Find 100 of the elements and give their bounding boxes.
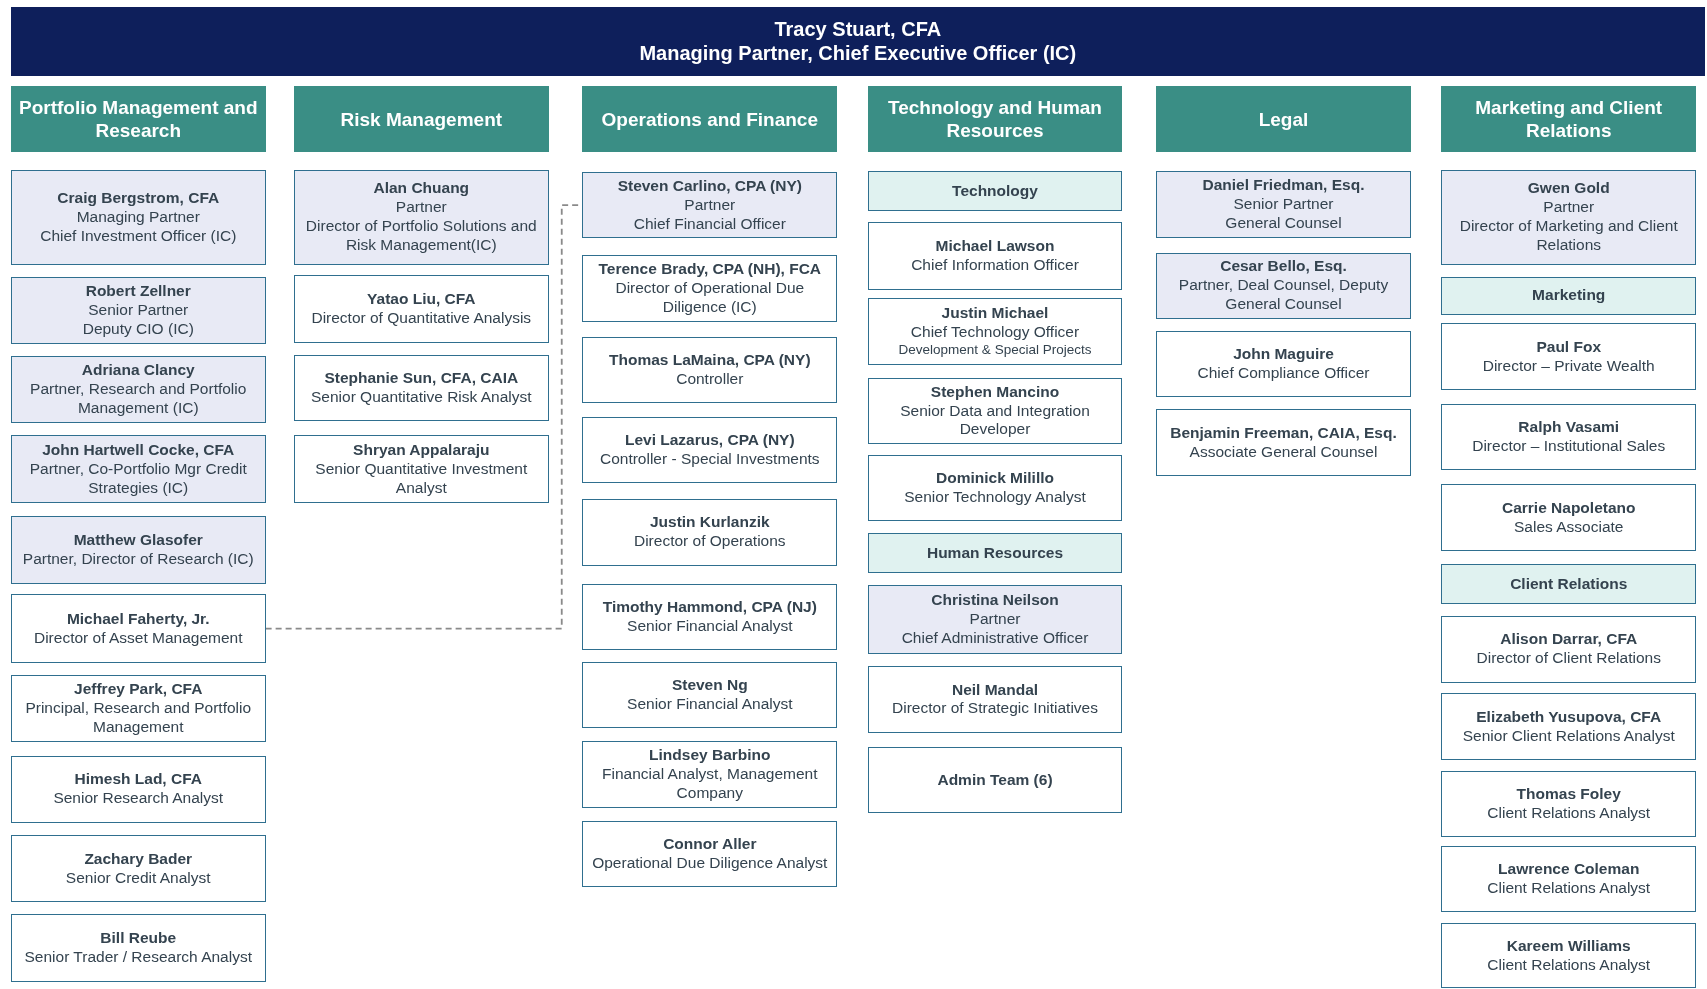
person-name: Lawrence Coleman	[1498, 860, 1640, 880]
job-title: Client Relations Analyst	[1487, 879, 1651, 898]
job-title: Director – Institutional Sales	[1472, 437, 1666, 456]
person-name: Dominick Milillo	[936, 469, 1054, 489]
person-name: Lindsey Barbino	[649, 746, 771, 766]
org-box	[10, 276, 266, 344]
job-title: Senior Financial Analyst	[627, 616, 793, 636]
person-name: Carrie Napoletano	[1501, 498, 1636, 518]
person-name: Alison Darrar, CFA	[1500, 630, 1638, 650]
job-title: Senior Research Analyst	[53, 789, 224, 809]
person-name: Shryan Appalaraju	[353, 440, 490, 460]
job-title: Partner, Deal Counsel, Deputy General Counsel	[1177, 276, 1390, 315]
section-header	[1441, 563, 1697, 605]
person-name: Robert Zellner	[85, 281, 191, 301]
header-text: Marketing and Client Relations	[1474, 96, 1664, 143]
person-name: Cesar Bello, Esq.	[1220, 257, 1347, 277]
org-box	[582, 254, 838, 323]
org-box	[10, 516, 266, 584]
org-box	[867, 298, 1123, 365]
org-box	[10, 755, 266, 823]
org-box	[293, 354, 549, 422]
person-name: Michael Lawson	[935, 236, 1055, 256]
org-box	[10, 914, 266, 982]
org-box	[1441, 323, 1697, 390]
person-name: Justin Kurlanzik	[649, 513, 770, 533]
org-box	[10, 435, 266, 503]
job-title: Director of Strategic Initiatives	[892, 699, 1098, 719]
org-box	[293, 435, 549, 503]
person-name: Terence Brady, CPA (NH), FCA	[598, 260, 822, 279]
person-name: Elizabeth Yusupova, CFA	[1476, 707, 1662, 727]
job-title: Client Relations Analyst	[1487, 803, 1651, 823]
org-box	[582, 741, 838, 808]
job-title: Chief Investment Officer (IC)	[40, 226, 237, 246]
person-name: Daniel Friedman, Esq.	[1202, 176, 1365, 196]
org-box	[10, 835, 266, 903]
job-title: Chief Financial Officer	[633, 214, 786, 234]
job-title: Senior Client Relations Analyst	[1462, 726, 1675, 746]
person-name: Tracy Stuart, CFA	[774, 16, 942, 42]
job-title: Sales Associate	[1514, 517, 1624, 537]
org-box	[867, 222, 1123, 290]
org-box	[1156, 252, 1411, 319]
team-name: Admin Team (6)	[937, 770, 1053, 790]
org-box	[293, 169, 549, 265]
person-name: Gwen Gold	[1527, 179, 1610, 199]
org-box	[1156, 330, 1411, 398]
job-title: Director – Private Wealth	[1482, 356, 1655, 376]
org-box	[582, 337, 838, 403]
person-name: Kareem Williams	[1506, 936, 1631, 956]
job-title: Senior Partner	[88, 300, 189, 320]
person-name: Zachary Bader	[84, 849, 193, 869]
job-title: Director of Portfolio Solutions and Risk Management(IC)	[304, 217, 538, 255]
person-name: Thomas LaMaina, CPA (NY)	[609, 351, 811, 371]
job-title: Client Relations Analyst	[1487, 955, 1651, 975]
job-title: Controller - Special Investments	[599, 450, 820, 470]
department-header	[1156, 86, 1411, 153]
person-name: Stephanie Sun, CFA, CAIA	[324, 369, 519, 389]
job-title: Senior Quantitative Investment Analyst	[314, 459, 529, 498]
header-text: Risk Management	[340, 107, 503, 131]
person-name: Adriana Clancy	[81, 361, 195, 381]
org-box	[10, 356, 266, 424]
org-box	[1441, 845, 1697, 913]
org-box	[582, 583, 838, 650]
person-name: John Hartwell Cocke, CFA	[42, 440, 235, 460]
department-header	[1441, 86, 1697, 153]
job-title: Director of Client Relations	[1476, 649, 1661, 669]
person-name: John Maguire	[1233, 345, 1334, 365]
org-box	[867, 666, 1123, 733]
person-name: Himesh Lad, CFA	[74, 770, 202, 790]
org-box	[1441, 403, 1697, 471]
job-title: Managing Partner	[76, 207, 200, 227]
org-box	[1441, 169, 1697, 265]
job-title: Operational Due Diligence Analyst	[592, 854, 828, 873]
job-title: Development & Special Projects	[898, 342, 1092, 359]
person-name: Jeffrey Park, CFA	[74, 680, 203, 700]
header-text: Technology	[952, 181, 1038, 201]
org-box	[867, 377, 1123, 445]
person-name: Thomas Foley	[1516, 785, 1621, 804]
department-header	[293, 86, 549, 153]
person-name: Michael Faherty, Jr.	[66, 609, 210, 629]
org-box	[10, 594, 266, 663]
org-box	[582, 820, 838, 888]
job-title: Associate General Counsel	[1189, 442, 1378, 462]
job-title: Partner	[1543, 198, 1595, 218]
header-text: Portfolio Management and Research	[17, 96, 259, 143]
person-name: Yatao Liu, CFA	[367, 290, 476, 310]
person-name: Steven Carlino, CPA (NY)	[617, 176, 802, 196]
org-box	[1156, 409, 1411, 476]
department-header	[582, 86, 838, 153]
department-header	[867, 86, 1123, 153]
job-title: Principal, Research and Portfolio Management	[24, 699, 253, 738]
person-name: Christina Neilson	[931, 591, 1059, 610]
org-box	[582, 661, 838, 729]
job-title: Senior Trader / Research Analyst	[24, 948, 252, 968]
person-name: Alan Chuang	[373, 179, 470, 199]
org-box	[582, 172, 838, 239]
job-title: Senior Partner	[1233, 195, 1334, 215]
job-title: Partner, Research and Portfolio Management (IC)	[29, 380, 248, 419]
header-text: Technology and Human Resources	[887, 96, 1103, 143]
job-title: Director of Asset Management	[34, 628, 243, 648]
job-title: Director of Quantitative Analysis	[311, 309, 532, 329]
